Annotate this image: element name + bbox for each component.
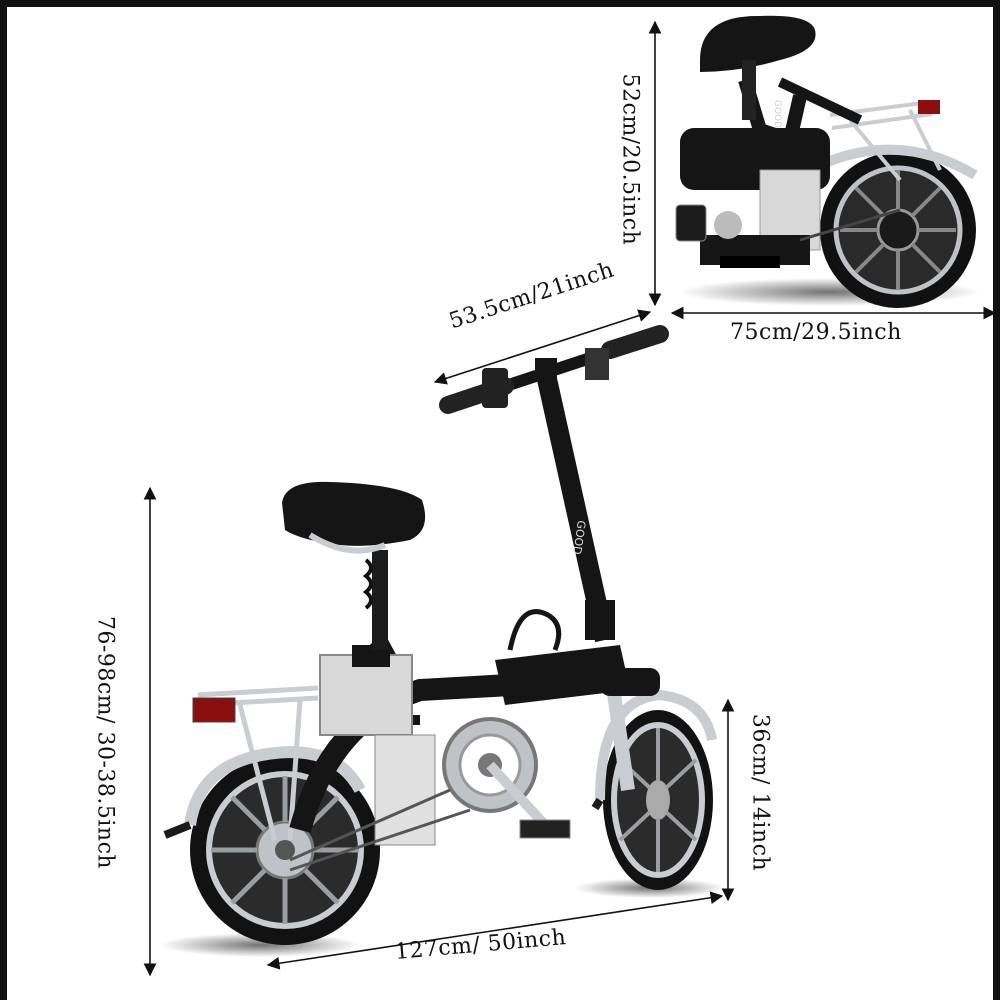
total-height-label: 76-98cm/ 30-38.5inch: [92, 615, 118, 870]
main-bike: GOOD: [160, 325, 725, 957]
svg-text:GOOD: GOOD: [772, 100, 782, 128]
rear-wheel: [190, 755, 380, 945]
stem-brand-text: GOOD: [570, 520, 588, 556]
folded-bike: GOOD: [675, 15, 980, 308]
dimension-lines: [143, 20, 997, 977]
folded-length-label: 75cm/29.5inch: [730, 320, 902, 345]
front-wheel: [603, 710, 713, 890]
wheel-height-label: 36cm/ 14inch: [747, 713, 773, 872]
folded-height-label: 52cm/20.5inch: [617, 73, 643, 246]
total-length-line: [266, 891, 724, 970]
handlebar-width-line: [433, 309, 652, 385]
folded-rear-wheel: [820, 152, 976, 308]
